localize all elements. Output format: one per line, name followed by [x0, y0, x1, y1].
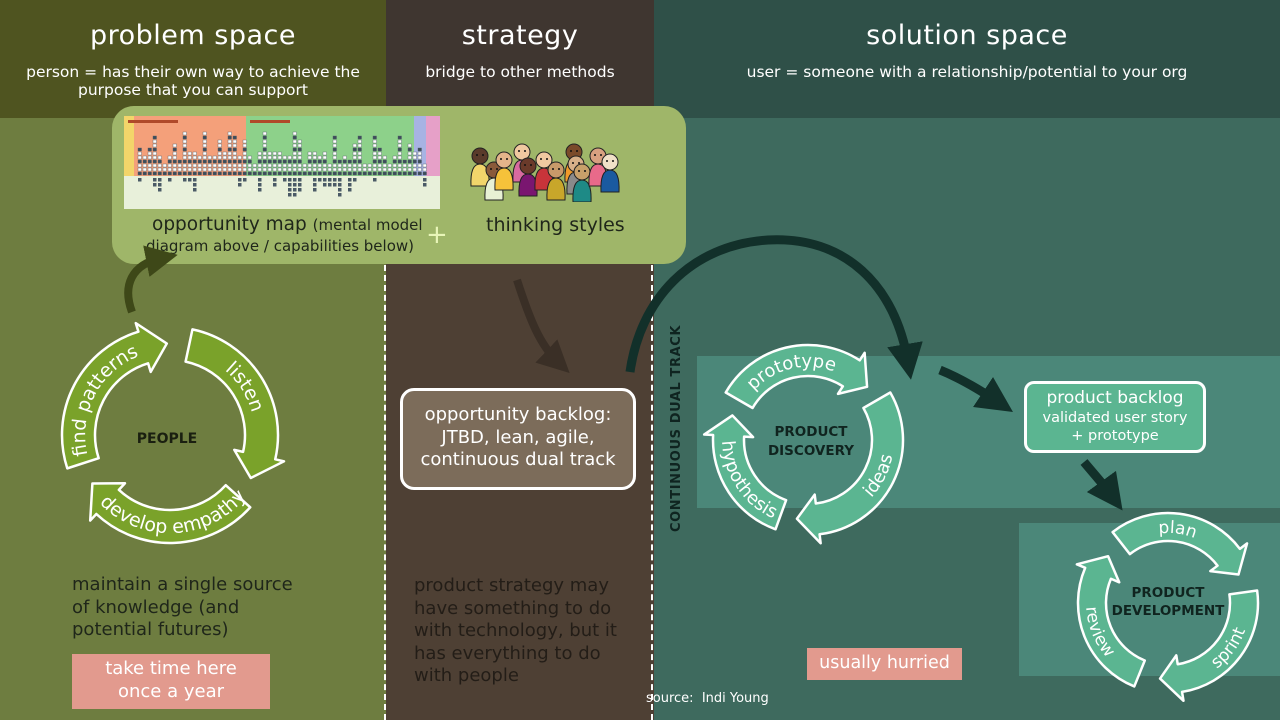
solution-space-title: solution space: [866, 20, 1068, 51]
usually-hurried-badge: usually hurried: [807, 648, 962, 680]
continuous-dual-track-label: CONTINUOUS DUAL TRACK: [669, 325, 684, 532]
take-time-line1: take time here: [105, 658, 237, 679]
discovery-label-1: prototype: [742, 351, 838, 395]
strategy-note-line5: with people: [414, 665, 519, 686]
strategy-note-line1: product strategy may: [414, 575, 609, 596]
people-cycle-center: PEOPLE: [137, 431, 197, 447]
strategy-subtitle: bridge to other methods: [425, 63, 615, 81]
discovery-arrow-3: [702, 414, 788, 531]
solution-space-subtitle: user = someone with a relationship/poten…: [746, 63, 1188, 81]
opportunity-map-thumbnail: [124, 116, 440, 209]
opportunity-backlog-line3: continuous dual track: [420, 449, 616, 470]
divider-dashed-right: [651, 265, 653, 720]
divider-dashed-left: [384, 265, 386, 720]
problem-space-title: problem space: [89, 20, 296, 51]
development-arrow-1: [1111, 511, 1249, 576]
plus-sign: +: [426, 220, 448, 250]
opportunity-backlog-line1: opportunity backlog:: [424, 404, 612, 425]
person-head: [547, 161, 565, 179]
people-arrow-2: [88, 482, 252, 545]
take-time-line2: once a year: [117, 680, 225, 702]
development-center-line1: PRODUCT: [1131, 585, 1205, 601]
person-head: [519, 157, 537, 175]
discovery-center-line2: DISCOVERY: [768, 443, 854, 459]
problem-space-subtitle: person = has their own way to achieve th…: [26, 63, 360, 99]
product-strategy-note: product strategy may have something to d…: [414, 575, 650, 688]
opportunity-map-detail-line2: diagram above / capabilities below): [146, 237, 414, 255]
opportunity-backlog-line2: JTBD, lean, agile,: [441, 426, 595, 448]
knowledge-note: maintain a single source of knowledge (a…: [72, 574, 372, 642]
development-arrow-3: [1075, 554, 1147, 688]
people-arrow-3: [60, 321, 169, 470]
solution-space-header: solution space user = someone with a rel…: [654, 0, 1280, 118]
opportunity-map-title: opportunity map: [152, 214, 307, 235]
product-backlog-box: product backlog validated user story + p…: [1024, 381, 1206, 453]
map-to-backlog-arrow: [513, 278, 570, 373]
discovery-arrow-1: [724, 343, 869, 410]
product-backlog-title: product backlog: [1046, 388, 1184, 408]
product-backlog-line2: validated user story: [1042, 410, 1188, 426]
people-to-map-arrow: [124, 245, 178, 314]
development-center-line2: DEVELOPMENT: [1112, 603, 1226, 619]
knowledge-note-line2: of knowledge (and: [72, 596, 240, 618]
opportunity-backlog-box: opportunity backlog: JTBD, lean, agile, …: [400, 388, 636, 490]
product-backlog-line3: + prototype: [1071, 428, 1159, 444]
take-time-badge: take time here once a year: [72, 654, 270, 709]
discovery-to-backlog-arrow: [938, 365, 1013, 412]
dual-track-loop-arrow: [625, 235, 923, 380]
strategy-header: strategy bridge to other methods: [386, 0, 654, 118]
thinking-styles-people-illustration: [470, 143, 620, 202]
discovery-arrow-2: [795, 391, 905, 545]
person-head: [601, 153, 619, 171]
opportunity-map-label: opportunity map (mental model: [152, 214, 423, 235]
backlog-to-development-arrow: [1080, 459, 1123, 511]
problem-space-header: problem space person = has their own way…: [0, 0, 386, 118]
strategy-note-line4: has everything to do: [414, 642, 601, 664]
person-head: [471, 147, 489, 165]
knowledge-note-line1: maintain a single source: [72, 574, 293, 595]
discovery-center-line1: PRODUCT: [774, 424, 848, 440]
strategy-note-line3: with technology, but it: [414, 620, 617, 641]
strategy-title: strategy: [461, 20, 579, 51]
source-credit: source: Indi Young: [646, 691, 769, 706]
person-head: [495, 151, 513, 169]
strategy-note-line2: have something to do: [414, 597, 612, 619]
thinking-styles-label: thinking styles: [486, 214, 625, 236]
people-arrow-1: [184, 328, 286, 480]
development-arrow-2: [1158, 589, 1260, 703]
opportunity-map-detail: (mental model: [312, 216, 423, 234]
knowledge-note-line3: potential futures): [72, 619, 229, 640]
person-head: [535, 151, 553, 169]
